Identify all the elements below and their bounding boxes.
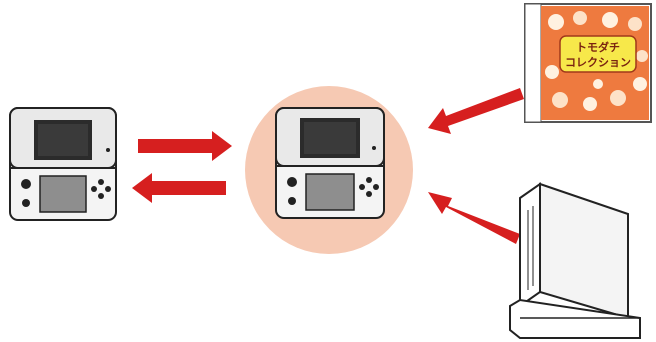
- arrow-left-to-center: [138, 131, 232, 161]
- arrow-center-to-left: [132, 173, 226, 203]
- home-console-icon: [510, 184, 640, 338]
- game-title-line1: トモダチ: [576, 40, 620, 54]
- game-title-line2: コレクション: [565, 56, 631, 69]
- handheld-center-icon: [276, 108, 384, 218]
- arrow-game-case-to-center: [428, 88, 524, 134]
- handheld-left-icon: [10, 108, 116, 220]
- arrow-console-to-center: [428, 192, 520, 244]
